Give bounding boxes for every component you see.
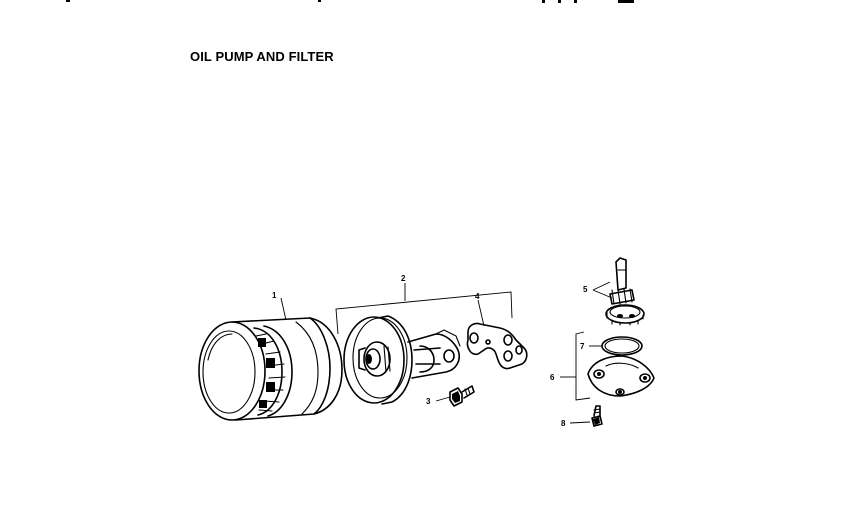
oil-filter-icon — [198, 317, 343, 421]
page-title: OIL PUMP AND FILTER — [190, 49, 334, 64]
callout-leader-4 — [477, 299, 485, 327]
callout-bracket-2 — [335, 291, 513, 335]
callout-6: 6 — [550, 373, 555, 382]
filter-adapter-housing-icon — [343, 315, 461, 405]
callout-8: 8 — [561, 419, 566, 428]
callout-5: 5 — [583, 285, 588, 294]
callout-2: 2 — [401, 274, 406, 283]
callout-leader-1 — [280, 297, 287, 321]
callout-4: 4 — [475, 292, 480, 301]
o-ring-icon — [601, 336, 643, 356]
fitting-bolt-icon — [449, 385, 475, 407]
callout-leader-3 — [435, 396, 451, 402]
callout-1: 1 — [272, 291, 277, 300]
pump-cover-icon — [587, 355, 655, 397]
callout-leader-5 — [592, 281, 613, 299]
callout-3: 3 — [426, 397, 431, 406]
scan-edge-marks — [66, 0, 634, 3]
pump-shaft-gear-icon — [605, 257, 645, 326]
callout-bracket-6 — [575, 331, 591, 401]
screw-icon — [591, 405, 603, 427]
callout-leader-8 — [569, 421, 591, 424]
adapter-gasket-icon — [466, 322, 528, 370]
callout-7: 7 — [580, 342, 585, 351]
